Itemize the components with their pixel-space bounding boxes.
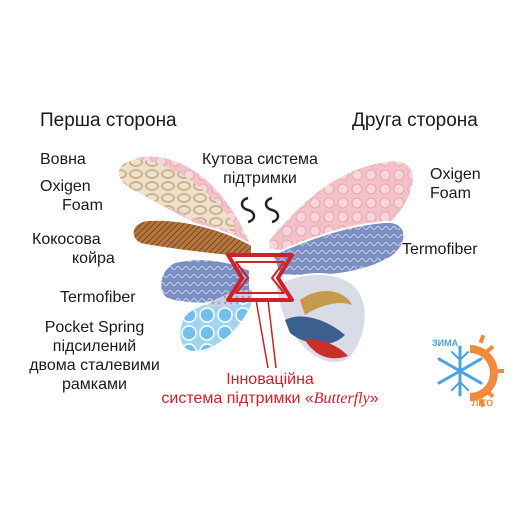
label-innovation-suffix: » (369, 390, 379, 407)
label-corner-support-line2: підтримки (223, 170, 297, 187)
label-oxigen-foam-right-line2: Foam (430, 185, 471, 202)
label-coconut-line1: Кокосова (32, 231, 101, 248)
label-coconut: Кокосова койра (32, 230, 115, 268)
label-corner-support: Кутова система підтримки (180, 150, 340, 188)
label-wool: Вовна (40, 151, 86, 168)
label-oxigen-foam-left-line2: Foam (62, 197, 103, 214)
label-oxigen-foam-left: Oxigen Foam (40, 177, 103, 215)
badge-summer-text: ЛІТО (472, 398, 494, 408)
label-innovation-prefix: система підтримки « (161, 390, 314, 407)
label-pocket-spring-line1: Pocket Spring (44, 319, 145, 336)
label-oxigen-foam-right-line1: Oxigen (430, 166, 481, 183)
sun-icon (470, 334, 504, 408)
label-coconut-line2: койра (72, 250, 115, 267)
left-wing-coconut-layer (131, 218, 253, 260)
corner-support-spring-right (264, 196, 280, 224)
heading-first-side: Перша сторона (40, 110, 177, 131)
label-oxigen-foam-left-line1: Oxigen (40, 178, 91, 195)
corner-support-spring-left (240, 196, 256, 224)
label-innovation: Інноваційна система підтримки «Butterfly… (125, 370, 415, 408)
label-pocket-spring-line2: підсилений (52, 338, 137, 355)
label-termofiber-right: Termofiber (402, 241, 478, 258)
label-oxigen-foam-right: Oxigen Foam (430, 165, 481, 203)
innovation-pointer-line-right (267, 299, 277, 369)
label-pocket-spring: Pocket Spring підсилений двома сталевими… (12, 318, 177, 394)
heading-second-side: Друга сторона (352, 110, 478, 131)
label-pocket-spring-line3: двома сталевими (29, 357, 160, 374)
label-innovation-brand: Butterfly (313, 390, 370, 407)
label-innovation-line1: Інноваційна (226, 371, 314, 388)
badge-winter-text: ЗИМА (432, 338, 459, 348)
label-corner-support-line1: Кутова система (202, 151, 318, 168)
label-pocket-spring-line4: рамками (62, 376, 127, 393)
butterfly-support-frame (226, 253, 294, 302)
label-termofiber-left: Termofiber (60, 289, 136, 306)
innovation-pointer-line-left (255, 299, 269, 369)
winter-summer-badge (437, 334, 504, 408)
snowflake-icon (437, 345, 483, 397)
label-innovation-line2: система підтримки «Butterfly» (125, 389, 415, 408)
left-wing-wool-layer (118, 160, 235, 232)
